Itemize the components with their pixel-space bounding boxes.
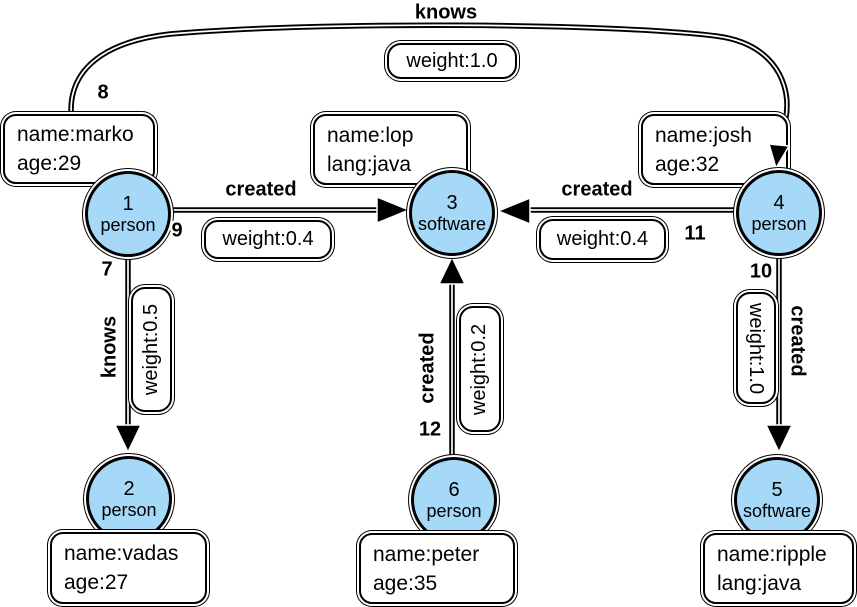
vertex-id: 1 — [122, 193, 134, 215]
arrowhead-into-3-right — [496, 196, 531, 226]
weight-box-knows-top: weight:1.0 — [387, 43, 517, 79]
property-line: name:josh — [655, 123, 752, 147]
property-line: name:lop — [327, 123, 414, 147]
weight-value: weight:0.5 — [140, 303, 163, 396]
property-line: lang:java — [717, 571, 802, 595]
vertex-6-peter: 6 person — [411, 457, 497, 543]
edge-id-12: 12 — [418, 418, 442, 441]
property-line: name:vadas — [64, 542, 179, 565]
edge-id-8: 8 — [97, 81, 109, 104]
vertex-id: 4 — [773, 192, 785, 214]
edge-id-10: 10 — [749, 260, 773, 283]
vertex-label: person — [100, 215, 156, 235]
edge-label-knows-1-2: knows — [98, 315, 121, 379]
edge-id-11: 11 — [684, 222, 706, 245]
weight-value: weight:0.4 — [222, 228, 314, 250]
vertex-3-lop: 3 software — [409, 170, 495, 256]
vertex-id: 6 — [448, 479, 460, 501]
weight-box-created-4-5: weight:1.0 — [736, 292, 776, 404]
weight-box-created-6-3: weight:0.2 — [459, 306, 501, 432]
vertex-label: software — [417, 214, 487, 234]
vertex-label: person — [426, 501, 482, 521]
property-line: name:peter — [373, 542, 480, 566]
edge-knows-1-4-core — [70, 24, 788, 186]
property-line: lang:java — [327, 152, 412, 176]
property-line: age:35 — [373, 571, 438, 595]
property-box-peter: name:peter age:35 — [359, 533, 515, 604]
vertex-label: person — [751, 214, 807, 234]
vertex-4-josh: 4 person — [736, 170, 822, 256]
arrowhead-into-3-left — [376, 195, 411, 225]
property-line: name:marko — [17, 123, 134, 146]
vertex-id: 2 — [123, 478, 135, 500]
edge-id-9: 9 — [171, 219, 183, 242]
arrowhead-into-4 — [767, 143, 791, 170]
arrowhead-into-2 — [113, 424, 143, 454]
property-box-vadas: name:vadas age:27 — [50, 532, 207, 604]
property-line: name:ripple — [717, 542, 827, 566]
edge-label-created-4-3: created — [561, 178, 633, 201]
property-line: age:32 — [655, 152, 720, 176]
weight-box-created-1-3: weight:0.4 — [204, 220, 332, 259]
vertex-label: software — [742, 501, 812, 521]
weight-value: weight:1.0 — [406, 49, 498, 72]
vertex-1-marko: 1 person — [85, 171, 171, 257]
vertex-label: person — [101, 500, 157, 520]
property-box-marko: name:marko age:29 — [3, 114, 155, 184]
property-line: age:29 — [17, 152, 82, 175]
arrowhead-into-5 — [764, 424, 794, 454]
weight-value: weight:0.4 — [556, 228, 649, 250]
edge-label-created-1-3: created — [225, 178, 297, 201]
weight-box-knows-1-2: weight:0.5 — [131, 287, 172, 412]
weight-value: weight:1.0 — [745, 302, 768, 394]
vertex-5-ripple: 5 software — [734, 457, 820, 543]
edge-id-7: 7 — [101, 258, 113, 281]
edge-label-knows-top: knows — [414, 1, 478, 24]
edge-label-created-4-5: created — [786, 305, 809, 377]
arrowhead-into-3-bottom — [437, 255, 467, 285]
property-line: age:27 — [64, 571, 129, 594]
vertex-2-vadas: 2 person — [86, 456, 172, 542]
edge-label-created-6-3: created — [416, 332, 439, 404]
weight-value: weight:0.2 — [468, 323, 491, 415]
weight-box-created-4-3: weight:0.4 — [539, 219, 666, 260]
vertex-id: 5 — [771, 479, 783, 501]
property-box-ripple: name:ripple lang:java — [703, 533, 854, 604]
vertex-id: 3 — [446, 192, 458, 214]
